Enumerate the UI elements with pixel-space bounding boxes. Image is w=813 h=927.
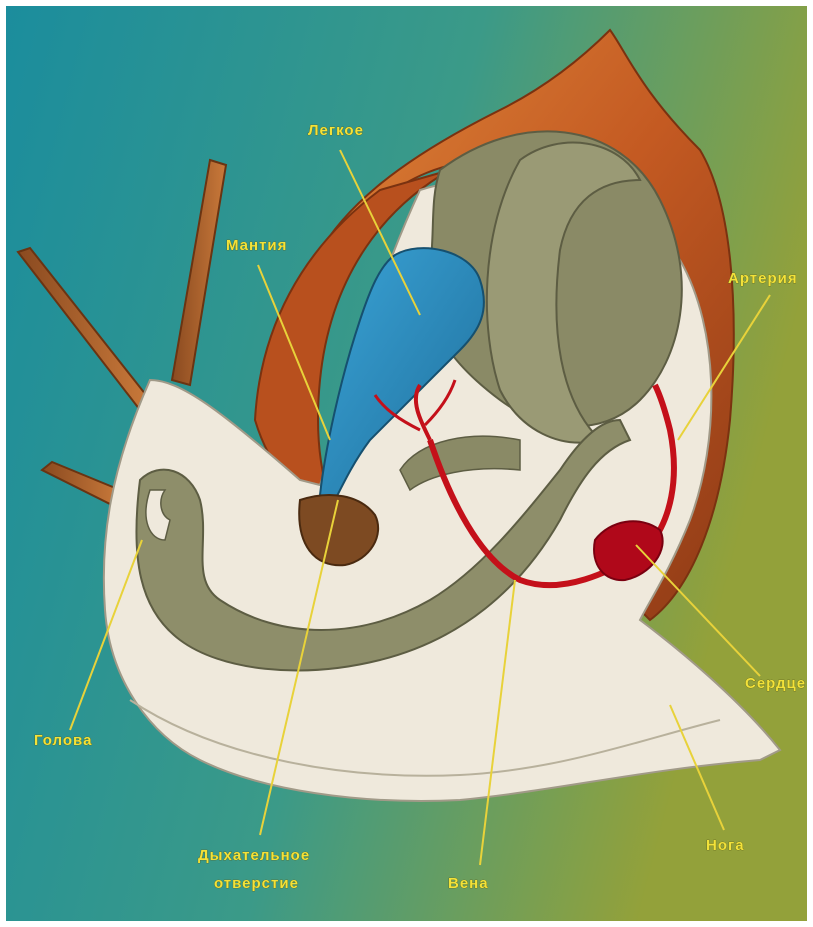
label-mantle: Мантия [226,237,287,254]
label-foot: Нога [706,837,745,854]
label-breathing-hole-line2: отверстие [214,875,299,892]
label-vein: Вена [448,875,489,892]
label-breathing-hole-line1: Дыхательное [198,847,310,864]
label-head: Голова [34,732,92,749]
label-artery: Артерия [728,270,798,287]
label-lung: Легкое [308,122,364,139]
label-heart: Сердце [745,675,806,692]
